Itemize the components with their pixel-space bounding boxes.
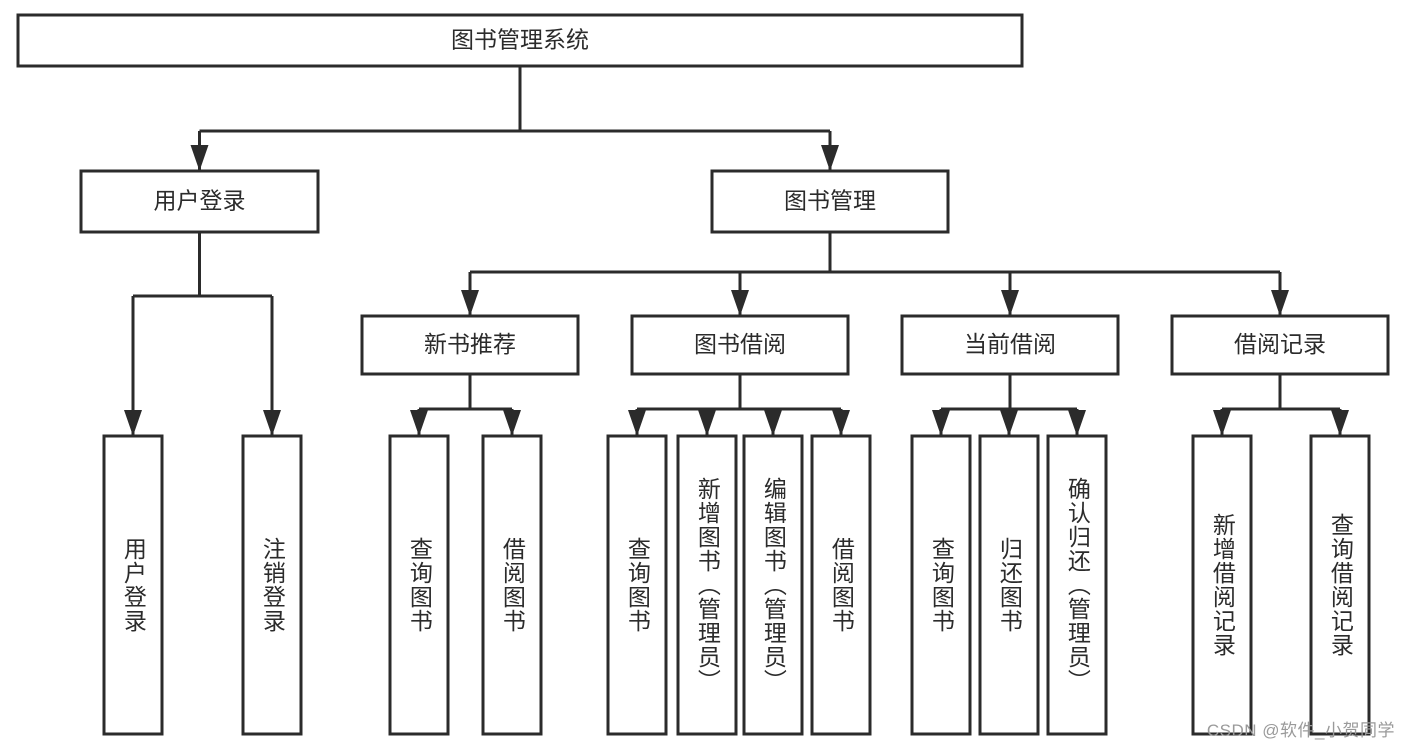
node-level1-0[interactable] [79,169,320,234]
login-arrow-1 [263,410,281,436]
node-level1-label-1: 图书管理 [784,188,876,214]
node-leaf-8[interactable] [910,434,972,736]
books-arrow-0 [461,290,479,316]
l2-1-arrow-0 [628,410,646,436]
l2-2-arrow-1 [1000,410,1018,436]
l2-0-arrow-1 [503,410,521,436]
node-leaf-2[interactable] [388,434,450,736]
root-arrow-1 [821,145,839,171]
node-level2-label-1: 图书借阅 [694,331,786,357]
l2-3-arrow-0 [1213,410,1231,436]
node-leaf-11[interactable] [1191,434,1253,736]
node-level2-3[interactable] [1170,314,1390,376]
node-level2-label-2: 当前借阅 [964,331,1056,357]
l2-1-arrow-3 [832,410,850,436]
node-leaf-0[interactable] [102,434,164,736]
node-leaf-9[interactable] [978,434,1040,736]
node-level1-1[interactable] [710,169,950,234]
l2-3-arrow-1 [1331,410,1349,436]
root-arrow-0 [190,145,209,171]
node-level2-label-3: 借阅记录 [1234,331,1326,357]
books-arrow-3 [1271,290,1289,316]
connector-layer [124,66,1349,436]
books-arrow-2 [1001,290,1019,316]
node-leaf-6[interactable] [742,434,804,736]
node-leaf-3[interactable] [481,434,543,736]
l2-1-arrow-2 [764,410,782,436]
watermark-text: CSDN @软件_小贺同学 [1206,721,1395,740]
node-root[interactable] [16,13,1024,68]
node-level2-label-0: 新书推荐 [424,331,516,357]
node-level2-2[interactable] [900,314,1120,376]
node-root-label: 图书管理系统 [451,27,589,53]
l2-2-arrow-2 [1068,410,1086,436]
node-level2-0[interactable] [360,314,580,376]
l2-0-arrow-0 [410,410,428,436]
node-leaf-4[interactable] [606,434,668,736]
node-level1-label-0: 用户登录 [154,188,246,214]
login-arrow-0 [124,410,142,436]
node-box-layer [16,13,1390,736]
books-arrow-1 [731,290,749,316]
node-leaf-5[interactable] [676,434,738,736]
l2-1-arrow-1 [698,410,716,436]
node-leaf-1[interactable] [241,434,303,736]
l2-2-arrow-0 [932,410,950,436]
node-level2-1[interactable] [630,314,850,376]
node-leaf-7[interactable] [810,434,872,736]
node-leaf-12[interactable] [1309,434,1371,736]
node-leaf-10[interactable] [1046,434,1108,736]
